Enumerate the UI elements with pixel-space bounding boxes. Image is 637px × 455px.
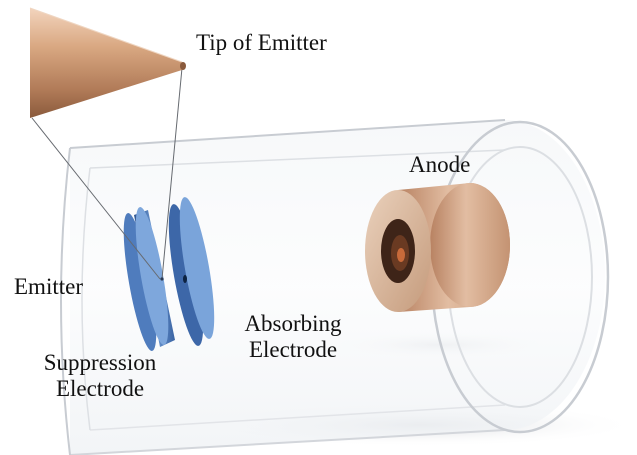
- anode-label: Anode: [409, 152, 471, 177]
- suppression-label-line1: Suppression: [43, 350, 157, 375]
- absorbing-label-line1: Absorbing: [244, 311, 342, 336]
- emitter-point: [160, 277, 164, 281]
- emitter-tip-inset: [29, 7, 186, 118]
- absorbing-electrode: [168, 197, 215, 346]
- absorbing-electrode-label: Absorbing Electrode: [234, 311, 352, 363]
- suppression-label-line2: Electrode: [55, 376, 145, 401]
- emitter-label: Emitter: [14, 274, 83, 299]
- absorbing-label-line2: Electrode: [248, 337, 338, 362]
- tip-of-emitter-label: Tip of Emitter: [196, 30, 327, 55]
- suppression-electrode-label: Suppression Electrode: [30, 350, 170, 402]
- anode: [365, 183, 510, 312]
- zoom-guide-lines: [31, 67, 183, 280]
- suppression-electrode: [123, 207, 175, 351]
